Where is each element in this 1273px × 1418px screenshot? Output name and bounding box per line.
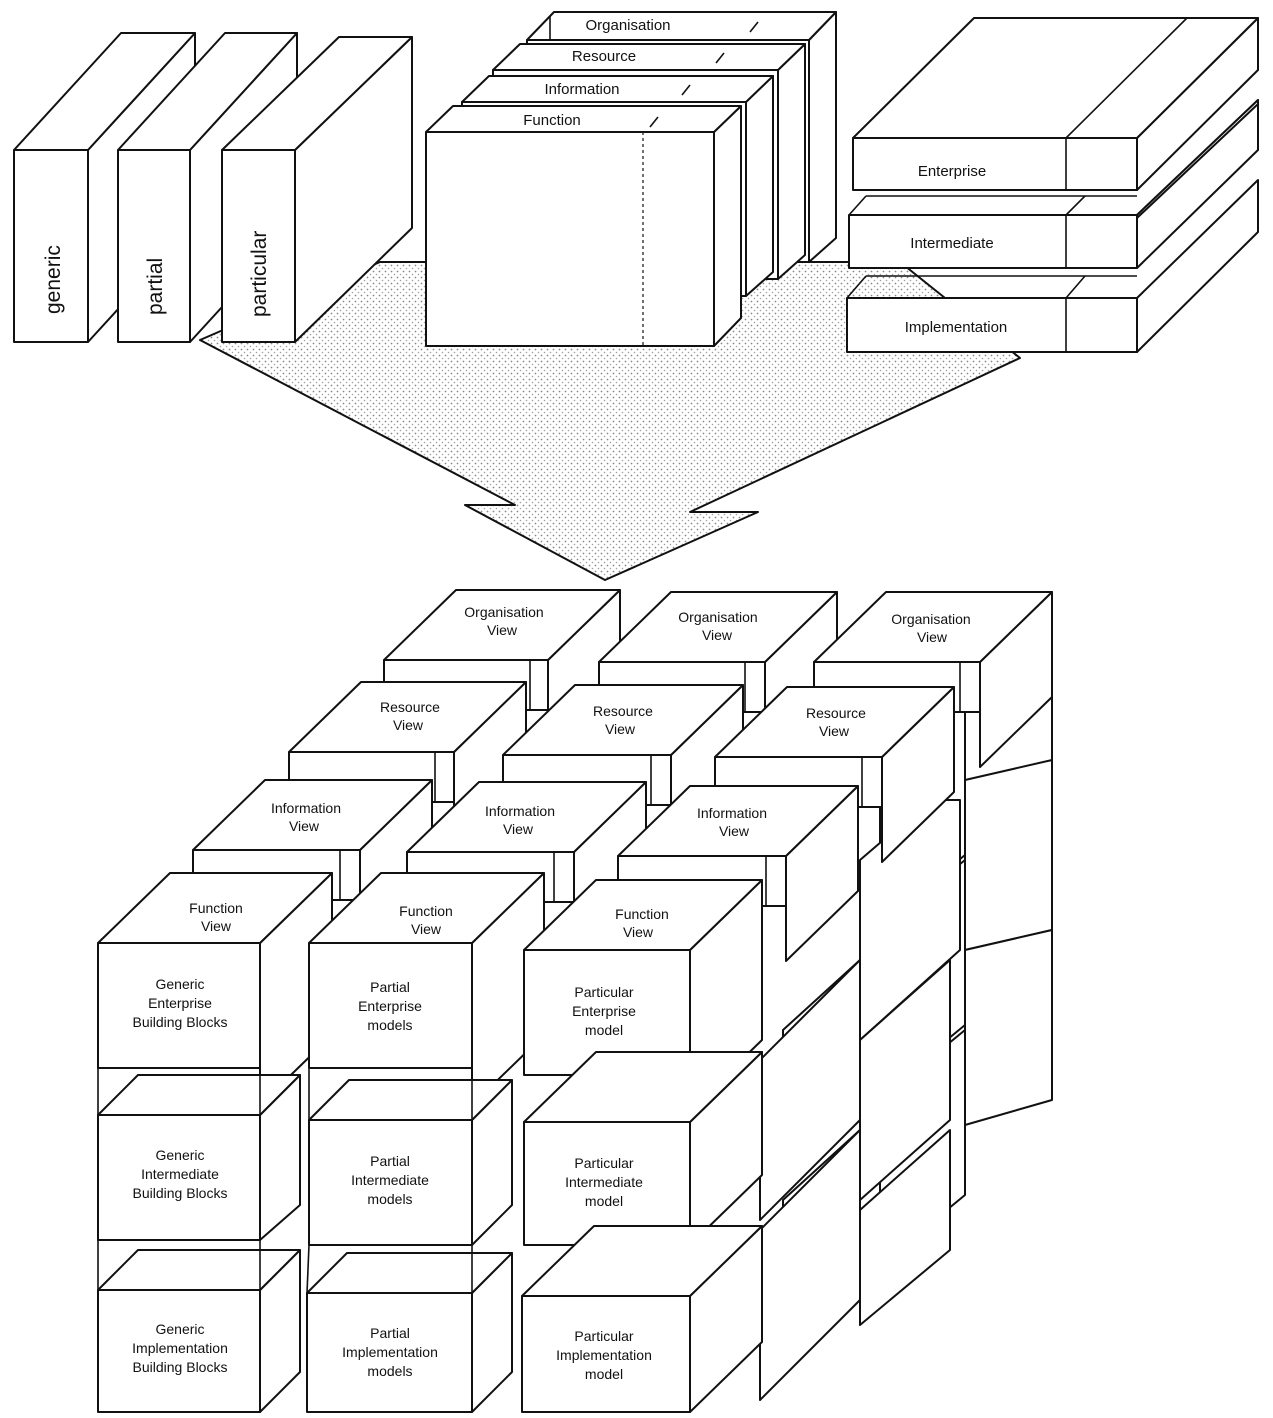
cube-view-label: Function (189, 900, 243, 916)
cell-partial-intermediate: Partial Intermediate models (309, 1068, 512, 1245)
cube-column-particular: Function View Particular Enterprise mode… (522, 880, 762, 1412)
cell-label: Intermediate (351, 1172, 429, 1188)
cell-label: Intermediate (565, 1174, 643, 1190)
cell-partial-implementation: Partial Implementation models (307, 1245, 512, 1412)
cell-particular-intermediate: Particular Intermediate model (524, 1052, 762, 1245)
cell-label: Generic (155, 1147, 204, 1163)
view-card-label-information: Information (544, 81, 619, 98)
view-card-label-organisation: Organisation (585, 17, 670, 34)
cell-label: Partial (370, 1153, 410, 1169)
cube-view-label: View (393, 717, 424, 733)
cell-label: model (585, 1366, 623, 1382)
level-label-enterprise: Enterprise (918, 163, 986, 180)
cell-label: model (585, 1193, 623, 1209)
cell-label: Particular (574, 1155, 633, 1171)
view-card-function: Function (426, 106, 741, 346)
cell-label: Implementation (556, 1347, 652, 1363)
slab-label-partial: partial (144, 258, 167, 315)
cell-label: Particular (574, 1328, 633, 1344)
level-stack: Enterprise Intermediate Implementation (847, 18, 1258, 352)
cell-label: Implementation (132, 1340, 228, 1356)
cube-view-label: Resource (806, 705, 866, 721)
cube-view-label: View (623, 924, 654, 940)
cell-label: Building Blocks (133, 1359, 228, 1375)
cube-view-label: View (605, 721, 636, 737)
cell-label: Partial (370, 1325, 410, 1341)
cube-view-label: View (719, 823, 750, 839)
cimosa-cube: Organisation View Organisation View Orga… (98, 590, 1052, 1412)
cell-label: models (367, 1191, 412, 1207)
cube-view-label: View (917, 629, 948, 645)
cell-generic-implementation: Generic Implementation Building Blocks (98, 1240, 300, 1412)
cube-view-label: View (411, 921, 442, 937)
cube-view-label: Organisation (678, 609, 757, 625)
level-label-intermediate: Intermediate (910, 235, 993, 252)
cell-label: models (367, 1363, 412, 1379)
cube-view-label: View (503, 821, 534, 837)
cube-view-label: Organisation (891, 611, 970, 627)
cube-view-label: View (702, 627, 733, 643)
cell-particular-implementation: Particular Implementation model (522, 1226, 762, 1412)
cell-label: Building Blocks (133, 1185, 228, 1201)
cube-view-label: View (201, 918, 232, 934)
cube-view-label: View (289, 818, 320, 834)
cell-label: Implementation (342, 1344, 438, 1360)
cube-view-label: Information (697, 805, 767, 821)
level-label-implementation: Implementation (905, 319, 1008, 336)
view-card-label-resource: Resource (572, 48, 636, 65)
cell-label: Particular (574, 984, 633, 1000)
slab-label-generic: generic (42, 245, 65, 314)
cell-label: Generic (155, 976, 204, 992)
cell-label: Building Blocks (133, 1014, 228, 1030)
cube-view-label: View (819, 723, 850, 739)
cell-label: Generic (155, 1321, 204, 1337)
cell-generic-intermediate: Generic Intermediate Building Blocks (98, 1068, 300, 1240)
cell-label: models (367, 1017, 412, 1033)
cube-view-label: Organisation (464, 604, 543, 620)
cube-view-label: View (487, 622, 518, 638)
cube-view-label: Function (615, 906, 669, 922)
cell-label: Intermediate (141, 1166, 219, 1182)
cube-view-label: Function (399, 903, 453, 919)
cell-label: Enterprise (148, 995, 212, 1011)
cube-view-label: Resource (593, 703, 653, 719)
cube-view-label: Information (485, 803, 555, 819)
cube-column-partial: Function View Partial Enterprise models … (307, 873, 544, 1412)
cell-label: model (585, 1022, 623, 1038)
cube-view-label: Resource (380, 699, 440, 715)
cell-label: Partial (370, 979, 410, 995)
cell-label: Enterprise (358, 998, 422, 1014)
cube-view-label: Information (271, 800, 341, 816)
cell-partial-enterprise: Partial Enterprise models (309, 943, 472, 1068)
cell-generic-enterprise: Generic Enterprise Building Blocks (98, 943, 260, 1068)
view-card-label-function: Function (523, 112, 581, 129)
slab-label-particular: particular (248, 231, 271, 317)
cell-label: Enterprise (572, 1003, 636, 1019)
cube-column-generic: Function View Generic Enterprise Buildin… (98, 873, 332, 1412)
